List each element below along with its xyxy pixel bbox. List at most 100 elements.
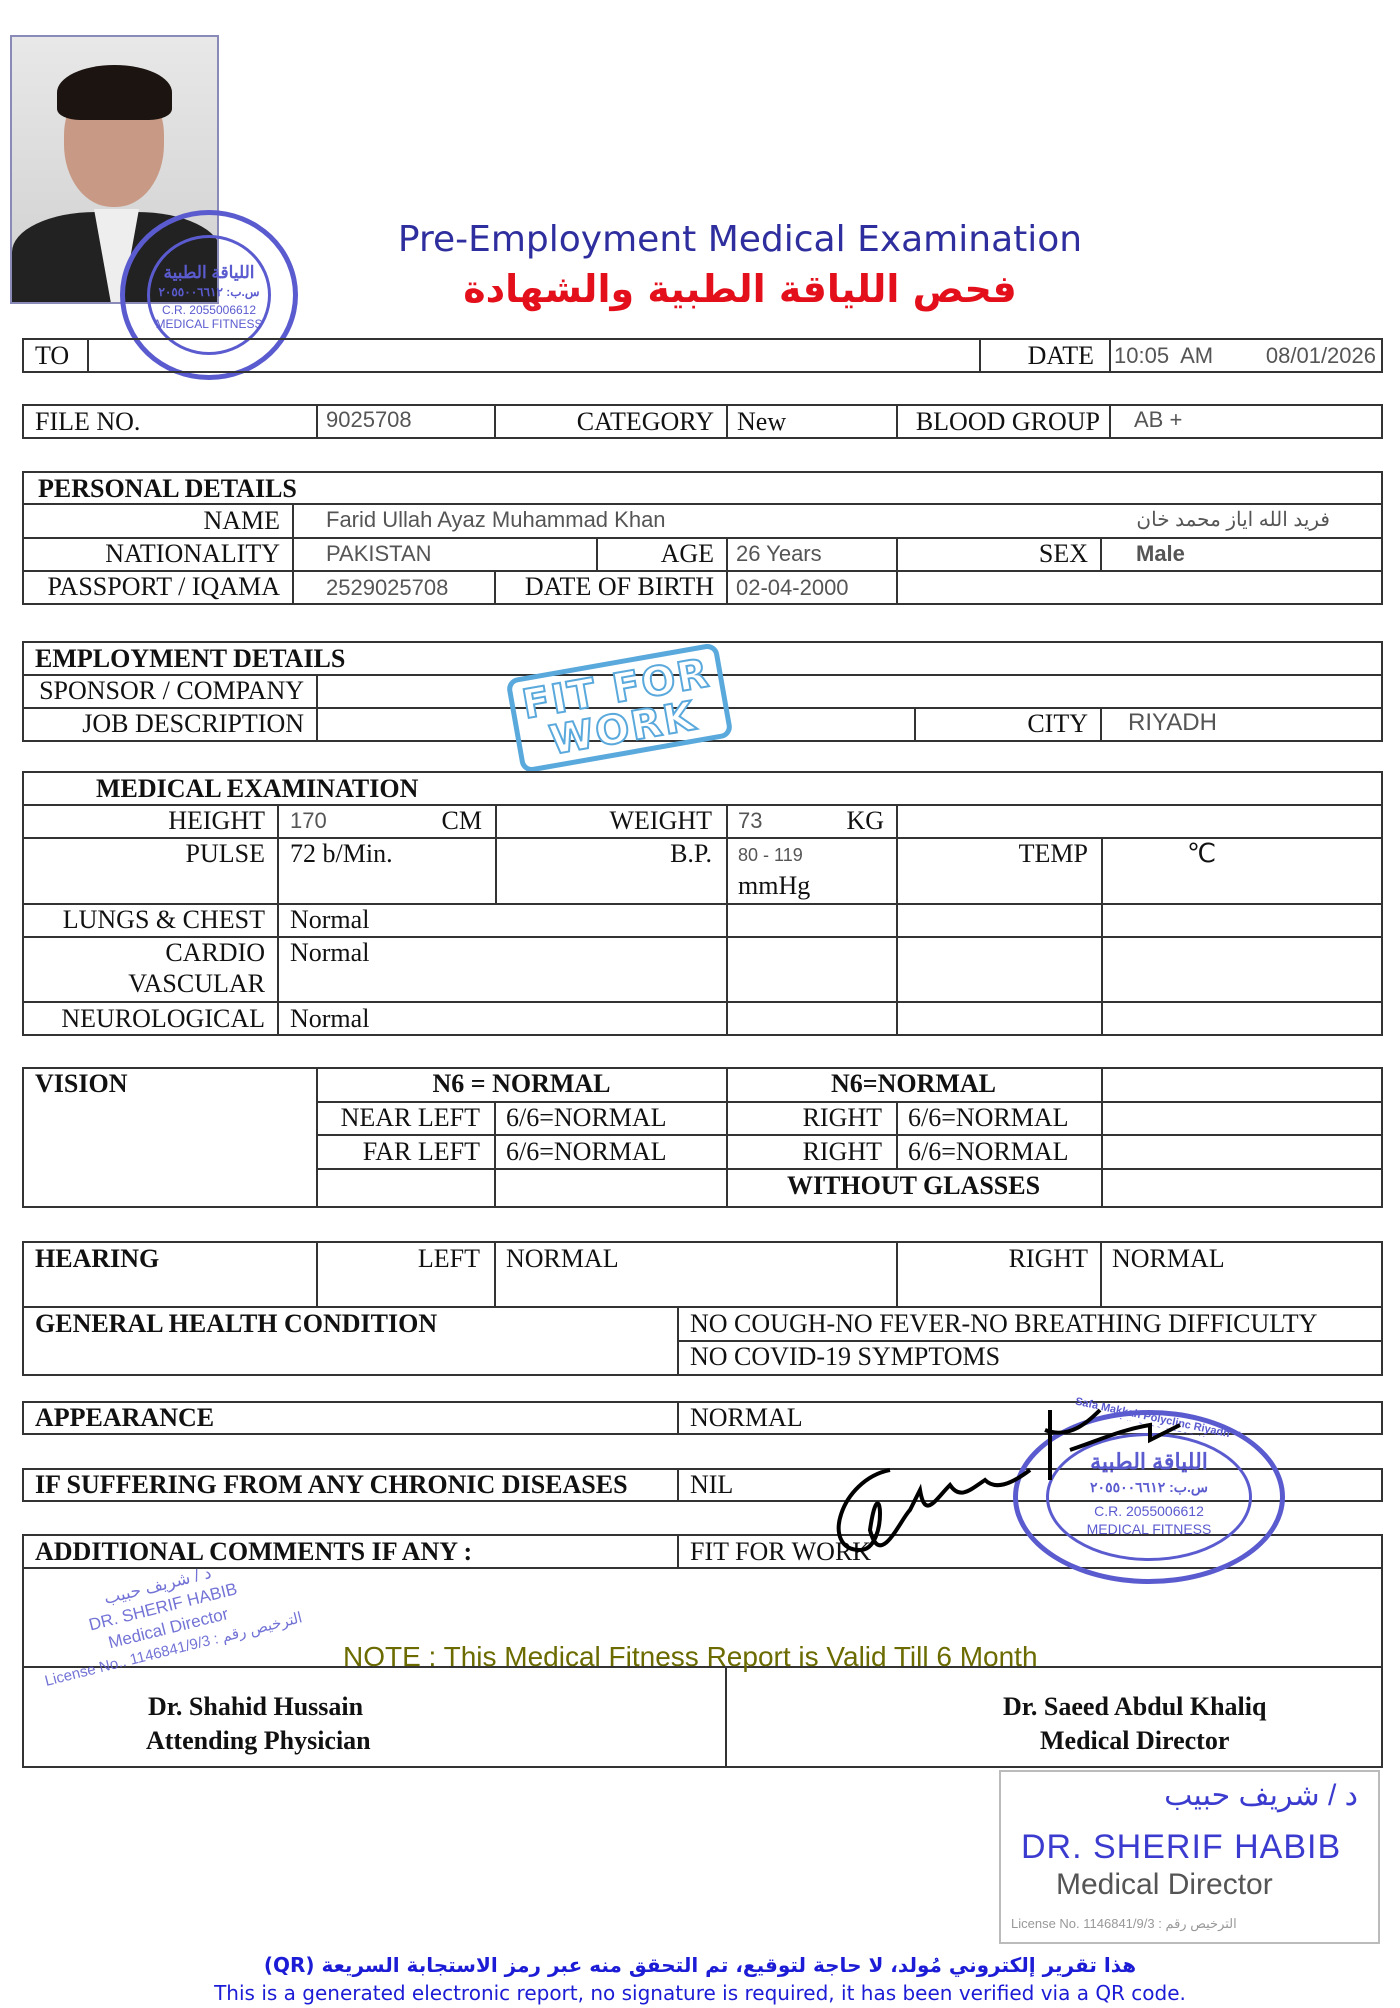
table-rule (23, 1306, 1382, 1308)
table-rule (495, 804, 497, 903)
employment-details-heading: EMPLOYMENT DETAILS (35, 644, 346, 673)
appearance-label: APPEARANCE (35, 1403, 215, 1432)
name-label: NAME (203, 506, 280, 535)
table-rule (896, 404, 898, 439)
table-rule (1381, 471, 1383, 605)
director-title: Medical Director (1040, 1726, 1230, 1755)
director-name: Dr. Saeed Abdul Khaliq (1003, 1692, 1267, 1721)
validity-note: NOTE : This Medical Fitness Report is Va… (343, 1641, 1038, 1672)
table-rule (23, 804, 1382, 806)
near-left-value: 6/6=NORMAL (506, 1103, 667, 1132)
table-rule (22, 1241, 24, 1376)
title-arabic: فحص اللياقة الطبية والشهادة (463, 267, 1017, 311)
table-rule (23, 1500, 1382, 1502)
date-label: DATE (1027, 341, 1094, 370)
table-rule (23, 1766, 1382, 1768)
footer-arabic: هذا تقرير إلكتروني مُولد، لا حاجة لتوقيع… (263, 1953, 1137, 1977)
vision-left-header: N6 = NORMAL (432, 1069, 611, 1098)
passport-label: PASSPORT / IQAMA (47, 572, 280, 601)
table-rule (23, 1206, 1382, 1208)
clinic-stamp: اللياقة الطبية س.ب: ٢٠٥٥٠٠٦٦١٢ C.R. 2055… (120, 210, 298, 380)
temp-unit: ℃ (1187, 839, 1217, 868)
height-unit: CM (441, 806, 482, 835)
fit-for-work-stamp: FIT FOR WORK (505, 642, 734, 774)
table-rule (87, 338, 89, 373)
city-label: CITY (1027, 709, 1088, 738)
vision-right-header: N6=NORMAL (830, 1069, 997, 1098)
table-rule (23, 1241, 1382, 1243)
stamp-text: MEDICAL FITNESS (155, 317, 263, 331)
stamp-text: س.ب: ٢٠٥٥٠٠٦٦١٢ (1090, 1479, 1208, 1495)
table-rule (494, 570, 496, 603)
stamp-text: DR. SHERIF HABIB (1021, 1828, 1342, 1866)
applicant-photo (10, 35, 219, 304)
table-rule (1381, 1534, 1383, 1768)
table-rule (22, 338, 24, 373)
stamp-text: س.ب: ٢٠٥٥٠٠٦٦١٢ (158, 285, 260, 299)
cardio-value: Normal (290, 938, 370, 967)
cardio-label: CARDIO (165, 938, 265, 967)
name-arabic: فريد الله اياز محمد خان (1136, 509, 1330, 531)
general-health-line-2: NO COVID-19 SYMPTOMS (690, 1342, 1001, 1371)
far-right-value: 6/6=NORMAL (908, 1137, 1069, 1166)
table-rule (23, 1374, 1382, 1376)
general-health-line-1: NO COUGH-NO FEVER-NO BREATHING DIFFICULT… (690, 1309, 1318, 1338)
neurological-label: NEUROLOGICAL (61, 1004, 265, 1033)
bp-value: 80 - 119 (738, 845, 803, 865)
stamp-text: License No. 1146841/9/3 : الترخيص رقم (1011, 1916, 1237, 1931)
table-rule (726, 404, 728, 439)
blood-group-value: AB + (1134, 407, 1183, 432)
table-rule (1101, 1067, 1103, 1207)
director-stamp-right: د / شريف حبيب DR. SHERIF HABIB Medical D… (999, 1770, 1380, 1944)
weight-label: WEIGHT (609, 806, 712, 835)
table-rule (23, 1468, 1382, 1470)
pulse-label: PULSE (185, 839, 265, 868)
table-rule (22, 1468, 24, 1502)
category-label: CATEGORY (576, 407, 714, 436)
sex-value: Male (1136, 541, 1185, 566)
hearing-left-label: LEFT (417, 1244, 480, 1273)
table-rule (1381, 338, 1383, 373)
table-rule (896, 804, 898, 1035)
table-rule (1101, 837, 1103, 1035)
table-rule (277, 804, 279, 1035)
height-label: HEIGHT (168, 806, 265, 835)
far-left-value: 6/6=NORMAL (506, 1137, 667, 1166)
table-rule (23, 1001, 1382, 1003)
table-rule (494, 1241, 496, 1306)
age-label: AGE (660, 539, 714, 568)
table-rule (677, 1401, 679, 1435)
neurological-value: Normal (290, 1004, 370, 1033)
table-rule (726, 537, 728, 603)
footer-english: This is a generated electronic report, n… (214, 1981, 1186, 2005)
additional-comments-label: ADDITIONAL COMMENTS IF ANY : (35, 1537, 473, 1566)
sponsor-label: SPONSOR / COMPANY (39, 676, 304, 705)
weight-value: 73 (738, 808, 763, 833)
table-rule (1381, 1401, 1383, 1435)
table-rule (23, 404, 1382, 406)
table-rule (726, 1067, 728, 1207)
chronic-diseases-value: NIL (690, 1470, 734, 1499)
table-rule (23, 1401, 1382, 1403)
table-rule (292, 503, 294, 603)
lungs-chest-value: Normal (290, 905, 370, 934)
table-rule (23, 471, 1382, 473)
appearance-value: NORMAL (690, 1403, 803, 1432)
stamp-text: اللياقة الطبية (163, 263, 255, 282)
hearing-right-label: RIGHT (1008, 1244, 1088, 1273)
age-value: 26 Years (736, 541, 822, 566)
chronic-diseases-label: IF SUFFERING FROM ANY CHRONIC DISEASES (35, 1470, 628, 1499)
table-rule (317, 1101, 1382, 1103)
temp-label: TEMP (1018, 839, 1088, 868)
table-rule (316, 674, 318, 740)
vision-heading: VISION (35, 1069, 128, 1098)
file-no-label: FILE NO. (35, 407, 141, 436)
medical-examination-heading: MEDICAL EXAMINATION (96, 774, 419, 803)
table-rule (23, 740, 1382, 742)
hearing-left-value: NORMAL (506, 1244, 619, 1273)
table-rule (22, 1534, 24, 1768)
table-rule (23, 674, 1382, 676)
table-rule (914, 707, 916, 740)
pulse-value: 72 b/Min. (290, 839, 393, 868)
table-rule (1100, 1241, 1102, 1306)
